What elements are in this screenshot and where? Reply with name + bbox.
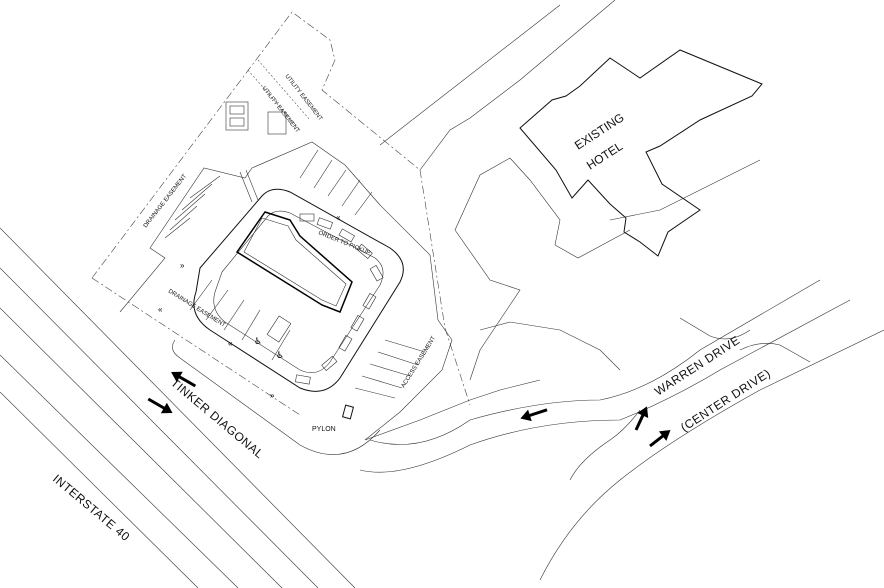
chevron-icon: « — [158, 305, 163, 314]
existing-hotel — [519, 49, 763, 257]
drive-thru-cars — [295, 213, 384, 385]
parking-stalls-south — [189, 279, 292, 361]
parcel-outlines — [119, 141, 541, 455]
parking-stalls-north — [299, 149, 373, 216]
drive-aisle — [193, 188, 404, 392]
drive-thru-label: ORDER TO PICKUP — [317, 230, 371, 256]
utility-easement-label-2: UTILITY EASEMENT — [260, 86, 300, 135]
chevron-icon: « — [228, 339, 233, 348]
drainage-easement-label-2: DRAINAGE EASEMENT — [167, 289, 226, 329]
property-lines — [91, 11, 471, 416]
accessible-parking-icon: ♿ ♿ — [254, 337, 284, 361]
pylon-label: PYLON — [312, 426, 336, 433]
parking-stalls-east — [354, 339, 426, 399]
svg-text:♿: ♿ — [254, 337, 262, 347]
building-footprint — [235, 211, 353, 313]
pylon-sign — [341, 404, 355, 420]
access-easement-label: ACCESS EASEMENT — [401, 335, 438, 389]
arrow-icon-east-center — [649, 429, 671, 448]
highway-lines — [0, 227, 356, 588]
parking-stalls-west — [164, 175, 221, 239]
traffic-chevrons: « « « » » — [158, 213, 341, 400]
adjacent-parcels — [379, 0, 761, 381]
chevron-icon: » — [270, 391, 275, 400]
warren-drive-lines — [359, 279, 884, 581]
dumpster-enclosure — [225, 101, 287, 203]
arrow-icon-north-warren — [634, 406, 649, 431]
arrow-icon-west-access — [520, 408, 548, 422]
arrow-icon-west-tinker — [171, 371, 197, 388]
chevron-icon: « — [336, 213, 341, 222]
svg-text:♿: ♿ — [276, 351, 284, 361]
arrow-icon-east-tinker — [147, 397, 173, 414]
chevron-icon: » — [180, 261, 185, 270]
